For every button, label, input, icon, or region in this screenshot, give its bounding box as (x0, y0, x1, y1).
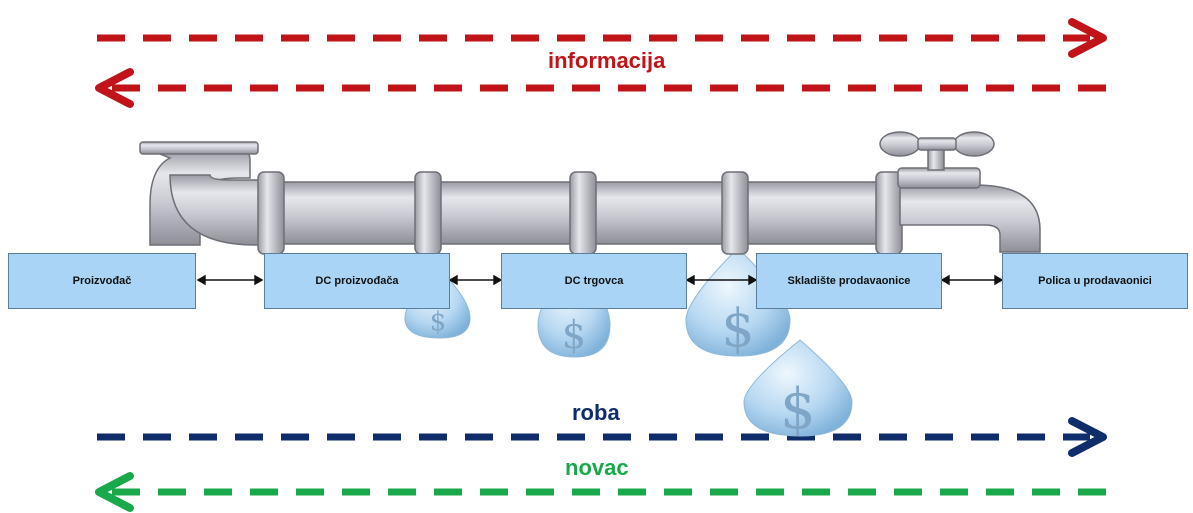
stage-box-producer: Proizvođač (8, 253, 196, 309)
stage-connector (685, 274, 758, 286)
pipe-illustration (139, 141, 1041, 255)
money-label: novac (565, 455, 629, 480)
stage-box-store-shelf: Polica u prodavaonici (1002, 253, 1188, 309)
svg-text:$: $ (430, 307, 447, 337)
goods-arrow-right (97, 417, 1107, 457)
information-label: informacija (548, 48, 666, 73)
svg-text:$: $ (780, 377, 816, 442)
information-arrow-right (97, 18, 1107, 58)
stage-box-retailer-dc: DC trgovca (501, 253, 687, 309)
stage-connector (940, 274, 1004, 286)
money-arrow-left (95, 472, 1112, 512)
stage-connector (196, 274, 264, 286)
information-arrow-left (95, 68, 1112, 108)
dollar-drop-icon: $ (685, 247, 791, 359)
svg-text:$: $ (562, 313, 586, 357)
stage-connector (448, 274, 503, 286)
stage-box-producer-dc: DC proizvođača (264, 253, 450, 309)
goods-label: roba (572, 400, 620, 425)
stage-box-store-warehouse: Skladište prodavaonice (756, 253, 942, 309)
svg-text:$: $ (721, 299, 754, 359)
tap-icon (879, 131, 995, 171)
dollar-drop-icon: $ (743, 339, 853, 442)
